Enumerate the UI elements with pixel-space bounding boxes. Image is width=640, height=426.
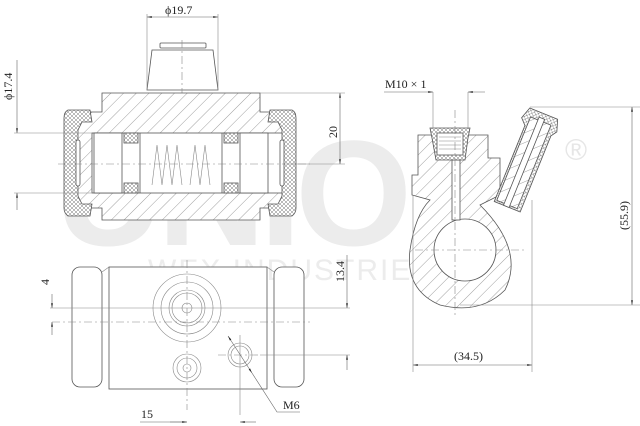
- section-view: ϕ19.7 ϕ17.4 20: [1, 3, 345, 221]
- dim-bleeder-diameter: ϕ19.7: [165, 3, 192, 17]
- dim-vertical-13-4: 13.4: [333, 261, 347, 282]
- dim-offset-4: 4: [38, 279, 52, 285]
- dim-overall-width: (34.5): [454, 349, 483, 363]
- side-view: M10 × 1 (55.9) (34.5): [384, 77, 640, 372]
- dim-thread-m6: M6: [283, 398, 300, 412]
- dim-height-20: 20: [326, 126, 340, 138]
- dim-hole-spacing-15: 15: [141, 407, 153, 421]
- dim-thread-m10x1: M10 × 1: [385, 77, 426, 91]
- dim-bore-diameter: ϕ17.4: [1, 73, 15, 100]
- top-view: 4 13.4 15 M6: [38, 255, 350, 423]
- watermark-registered-icon: ®: [565, 134, 587, 167]
- dim-overall-height: (55.9): [617, 201, 631, 230]
